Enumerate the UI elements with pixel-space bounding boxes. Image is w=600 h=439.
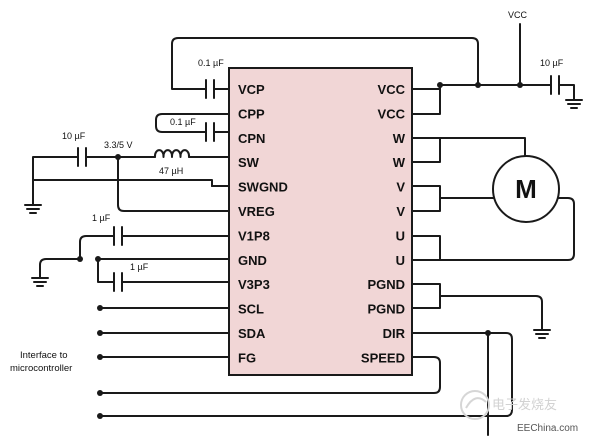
ground-gnd [31, 277, 49, 287]
wire-gnd [39, 253, 230, 283]
pin-sw: SW [238, 155, 260, 170]
wire-speed [99, 356, 441, 394]
pin-u: U [396, 228, 405, 243]
wire-cpp [155, 113, 230, 133]
pin-cpn: CPN [238, 131, 265, 146]
pin-pgnd: PGND [367, 302, 405, 317]
wire-vcp-loop [171, 37, 479, 90]
pin-cpp: CPP [238, 106, 265, 121]
capacitor-vcp [201, 79, 219, 99]
pin-scl: SCL [238, 302, 264, 317]
cap-sw-label: 10 µF [62, 131, 86, 141]
pin-sda: SDA [238, 326, 266, 341]
pin-v3p3: V3P3 [238, 277, 270, 292]
watermark-sub: EEChina.com [517, 423, 578, 434]
pin-vreg: VREG [238, 204, 275, 219]
pin-dir: DIR [383, 326, 406, 341]
watermark: 电子发烧友 EEChina.com [460, 390, 578, 434]
motor-label: M [515, 174, 537, 204]
motor: M [492, 155, 560, 223]
pin-swgnd: SWGND [238, 180, 288, 195]
wire-phase-w [411, 137, 526, 163]
capacitor-sw [73, 147, 91, 167]
pin-vcp: VCP [238, 82, 265, 97]
cap-vcc-label: 10 µF [540, 58, 564, 68]
pin-vcc: VCC [378, 106, 406, 121]
capacitor-cpp [202, 122, 218, 142]
junction-dot [437, 82, 443, 88]
interface-dot-scl [97, 305, 103, 311]
interface-label-line1: Interface to [20, 350, 68, 361]
junction-dot [77, 256, 83, 262]
junction-dot [517, 82, 523, 88]
interface-label-line2: microcontroller [10, 363, 72, 374]
pin-vcc: VCC [378, 82, 406, 97]
interface-dot-fg [97, 354, 103, 360]
wire-pgnd [411, 283, 543, 331]
wire-phase-u [411, 197, 575, 261]
pin-speed: SPEED [361, 350, 405, 365]
cap-v1p8-label: 1 µF [92, 213, 111, 223]
wire-phase-v [411, 185, 495, 212]
junction-dot [475, 82, 481, 88]
vcc-label: VCC [508, 10, 528, 20]
watermark-text: 电子发烧友 [492, 397, 557, 412]
cap-v3p3-label: 1 µF [130, 262, 149, 272]
driver-ic [228, 67, 413, 376]
pin-w: W [393, 131, 406, 146]
cap-vcp-label: 0.1 µF [198, 58, 224, 68]
cap-cpp-label: 0.1 µF [170, 117, 196, 127]
inductor-label: 47 µH [159, 166, 183, 176]
capacitor-v3p3 [111, 272, 127, 292]
pin-pgnd: PGND [367, 277, 405, 292]
ground-pgnd [533, 329, 551, 339]
pin-w: W [393, 155, 406, 170]
pin-v: V [396, 180, 405, 195]
sw-voltage-label: 3.3/5 V [104, 140, 133, 150]
ground-sw [24, 204, 42, 214]
wire-vcc-rail [411, 23, 552, 115]
wire-v1p8 [79, 235, 230, 255]
capacitor-vcc [550, 75, 575, 101]
pin-v: V [396, 204, 405, 219]
junction-dot [95, 256, 101, 262]
capacitor-v1p8 [109, 226, 127, 246]
wire-cpn [216, 131, 230, 139]
ground-vcc [565, 99, 583, 109]
wire-dir [99, 332, 513, 417]
pin-gnd: GND [238, 253, 267, 268]
inductor-47uh [153, 149, 191, 158]
pin-fg: FG [238, 350, 256, 365]
pin-u: U [396, 253, 405, 268]
interface-dot-sda [97, 330, 103, 336]
pin-v1p8: V1P8 [238, 228, 270, 243]
wire-swgnd-return [32, 179, 213, 187]
